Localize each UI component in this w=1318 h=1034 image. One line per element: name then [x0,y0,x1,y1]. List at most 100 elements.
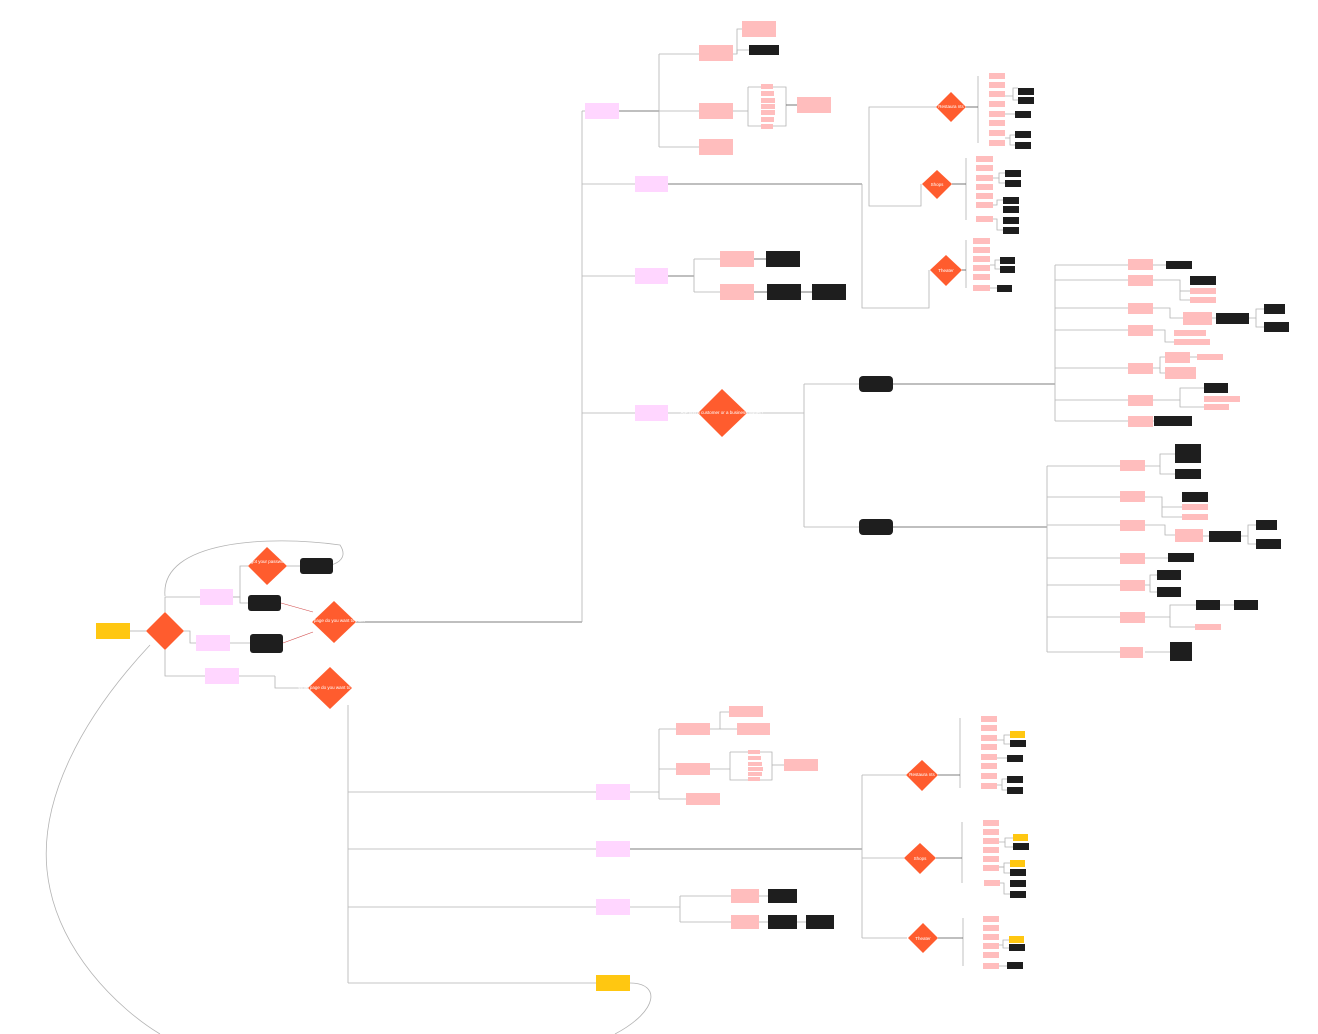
pink-node [981,754,997,760]
pink-node [784,759,818,771]
black-node [1007,776,1023,783]
pink-node [737,723,770,735]
pink-node [731,915,759,929]
lilac-node [205,668,239,684]
pink-node [1195,624,1221,630]
pink-node [1128,363,1153,374]
black-node [812,284,846,300]
pink-node [1120,520,1145,531]
pink-node [748,767,763,771]
pink-node [983,829,999,835]
pink-node [973,247,990,253]
svg-text:Forgot your password?: Forgot your password? [244,559,291,564]
black-node [768,915,797,929]
decision-customer-business: Are you a customer or a business owner? [680,389,764,437]
pink-node [983,856,999,862]
decision-restaurants-top-label: Restaura nts [938,104,964,109]
pink-nodes [676,21,1240,969]
pink-node [1174,339,1210,345]
decision-entry [146,612,184,650]
black-node [1175,444,1201,463]
pink-node [1197,354,1223,360]
black-node [1010,880,1026,887]
black-node [1196,600,1220,610]
pink-node [1165,367,1196,379]
black-node [1166,261,1192,269]
black-nodes [248,45,1289,969]
pink-node [1175,529,1203,542]
decision-forgot-password-label: Forgot your password? [244,559,291,564]
pink-node [973,238,990,244]
lilac-nodes [196,103,668,915]
pink-node [1120,612,1145,623]
black-node [806,915,834,929]
black-node [1009,944,1025,951]
pink-node [699,103,733,119]
pink-node [761,117,774,122]
pink-node [1183,312,1212,325]
black-node [1000,257,1015,264]
end-node [596,975,630,991]
pink-node [989,73,1005,79]
decision-shops-bottom-label: Shops [914,856,928,861]
pink-node [981,783,997,789]
lilac-node [200,589,233,605]
lilac-node [635,268,668,284]
black-node [1175,469,1201,479]
pink-node [976,175,993,181]
pink-node [676,763,710,775]
pink-node [797,97,831,113]
decision-restaurants-bottom-label: Restaura nts [909,772,935,777]
pink-node [983,952,999,958]
decision-restaurants-top: Restaura nts [936,92,966,122]
pink-node [1120,460,1145,471]
pink-node [983,934,999,940]
pink-node [1174,330,1206,336]
decision-customer-business-label: Are you a customer or a business owner? [680,410,764,415]
black-node [1003,227,1019,234]
black-node [1013,843,1029,850]
black-node [768,889,797,903]
pink-node [976,202,993,208]
pink-node [981,716,997,722]
pink-node [1128,416,1153,427]
lilac-node [635,176,668,192]
black-node [1190,276,1216,285]
black-node [1007,962,1023,969]
pink-node [976,184,993,190]
black-node [1003,197,1019,204]
pink-node [1190,288,1216,294]
black-node [1256,539,1281,549]
pink-node [973,265,990,271]
pink-node [989,82,1005,88]
pink-node [989,91,1005,97]
black-node [1154,416,1192,426]
pink-node [742,21,776,37]
pink-node [983,925,999,931]
yellow-leaf [1010,731,1025,738]
pink-node [1190,297,1216,303]
pink-node [983,865,999,871]
pink-node [1182,514,1208,520]
pink-node [761,84,773,89]
pink-node [1120,580,1145,591]
black-node [1015,131,1031,138]
black-node [1010,869,1026,876]
red-connectors [280,602,314,644]
black-node [1182,492,1208,502]
loop-connector [164,540,344,597]
yellow-leaf [1009,936,1024,943]
pink-node [989,140,1005,146]
black-node [1003,217,1019,224]
pink-node [1182,504,1208,510]
pink-node [973,274,990,280]
lilac-node [196,635,230,651]
pink-node [983,916,999,922]
black-node [1157,570,1181,580]
decision-what-page-top: What page do you want to visit? [302,601,366,643]
pink-node [761,91,774,96]
black-node [997,285,1012,292]
pink-node [989,101,1005,107]
black-node [1010,891,1026,898]
lilac-node [596,841,630,857]
